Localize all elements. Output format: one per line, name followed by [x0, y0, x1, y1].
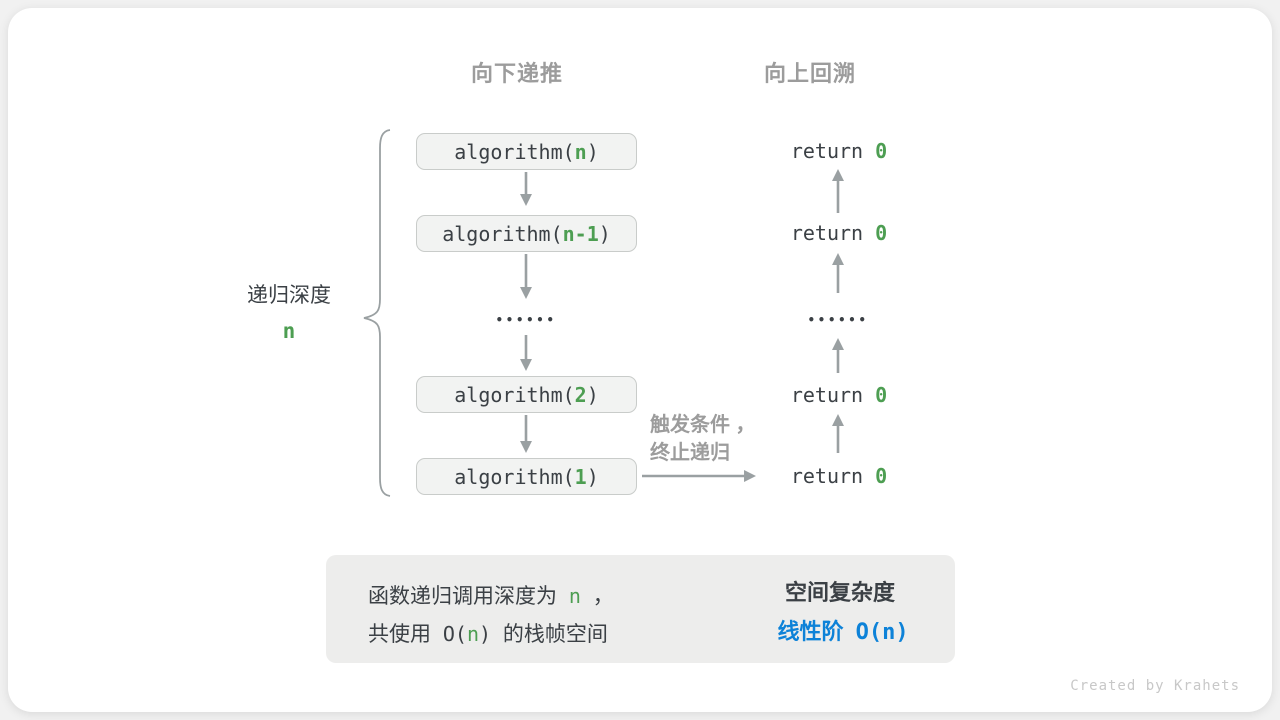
credit-text: Created by Krahets: [1070, 678, 1240, 694]
recursion-depth-label: 递归深度: [247, 284, 331, 307]
code-arg: n: [574, 139, 587, 164]
return-statement-3: return 0: [791, 383, 887, 407]
summary-panel: [326, 555, 955, 663]
summary-line1-comma: ，: [592, 585, 614, 608]
return-statement-2: return 0: [791, 221, 887, 245]
summary-line1-text: 函数递归调用深度为: [368, 585, 557, 608]
code-text: ): [586, 464, 599, 489]
header-recurse-down: 向下递推: [470, 61, 564, 86]
code-text: ): [586, 382, 599, 407]
big-o-var: n: [466, 622, 479, 646]
code-text: algorithm(: [454, 139, 575, 164]
return-keyword: return: [790, 383, 864, 407]
summary-line2-text: 共使用: [368, 623, 431, 646]
algorithm-box-2: algorithm(2): [416, 376, 637, 413]
returns-ellipsis: ••••••: [807, 313, 869, 327]
summary-line1: 函数递归调用深度为 n ，: [368, 580, 614, 610]
big-o-open: O(: [442, 622, 467, 646]
return-value: 0: [875, 383, 888, 407]
return-keyword: return: [790, 221, 864, 245]
algorithm-box-1: algorithm(1): [416, 458, 637, 495]
return-statement-1: return 0: [791, 139, 887, 163]
code-text: algorithm(: [442, 221, 563, 246]
base-case-note-line2: 终止递归: [650, 442, 730, 464]
summary-depth-var: n: [568, 584, 581, 608]
space-complexity-title: 空间复杂度: [784, 580, 896, 605]
summary-line2-text-end: 的栈帧空间: [502, 623, 608, 646]
summary-line2: 共使用 O(n) 的栈帧空间: [368, 618, 608, 648]
call-stack-ellipsis: ••••••: [495, 313, 557, 327]
linear-order-label: 线性阶: [777, 619, 844, 644]
return-value: 0: [875, 464, 888, 488]
code-arg: 2: [574, 382, 587, 407]
return-value: 0: [875, 221, 888, 245]
algorithm-box-n-1: algorithm(n-1): [416, 215, 637, 252]
header-backtrack-up: 向上回溯: [763, 61, 857, 86]
return-keyword: return: [790, 464, 864, 488]
big-o-close: ): [478, 622, 492, 646]
code-text: ): [598, 221, 611, 246]
base-case-note-line1: 触发条件 ，: [650, 414, 756, 436]
linear-order-bigo: O(n): [855, 620, 909, 645]
code-text: algorithm(: [454, 464, 575, 489]
return-statement-4: return 0: [791, 464, 887, 488]
code-text: ): [586, 139, 599, 164]
code-arg: 1: [574, 464, 587, 489]
recursion-depth-var: n: [282, 319, 296, 343]
return-value: 0: [875, 139, 888, 163]
algorithm-box-n: algorithm(n): [416, 133, 637, 170]
return-keyword: return: [790, 139, 864, 163]
space-complexity-result: 线性阶 O(n): [777, 614, 908, 646]
code-arg: n-1: [562, 221, 599, 246]
code-text: algorithm(: [454, 382, 575, 407]
